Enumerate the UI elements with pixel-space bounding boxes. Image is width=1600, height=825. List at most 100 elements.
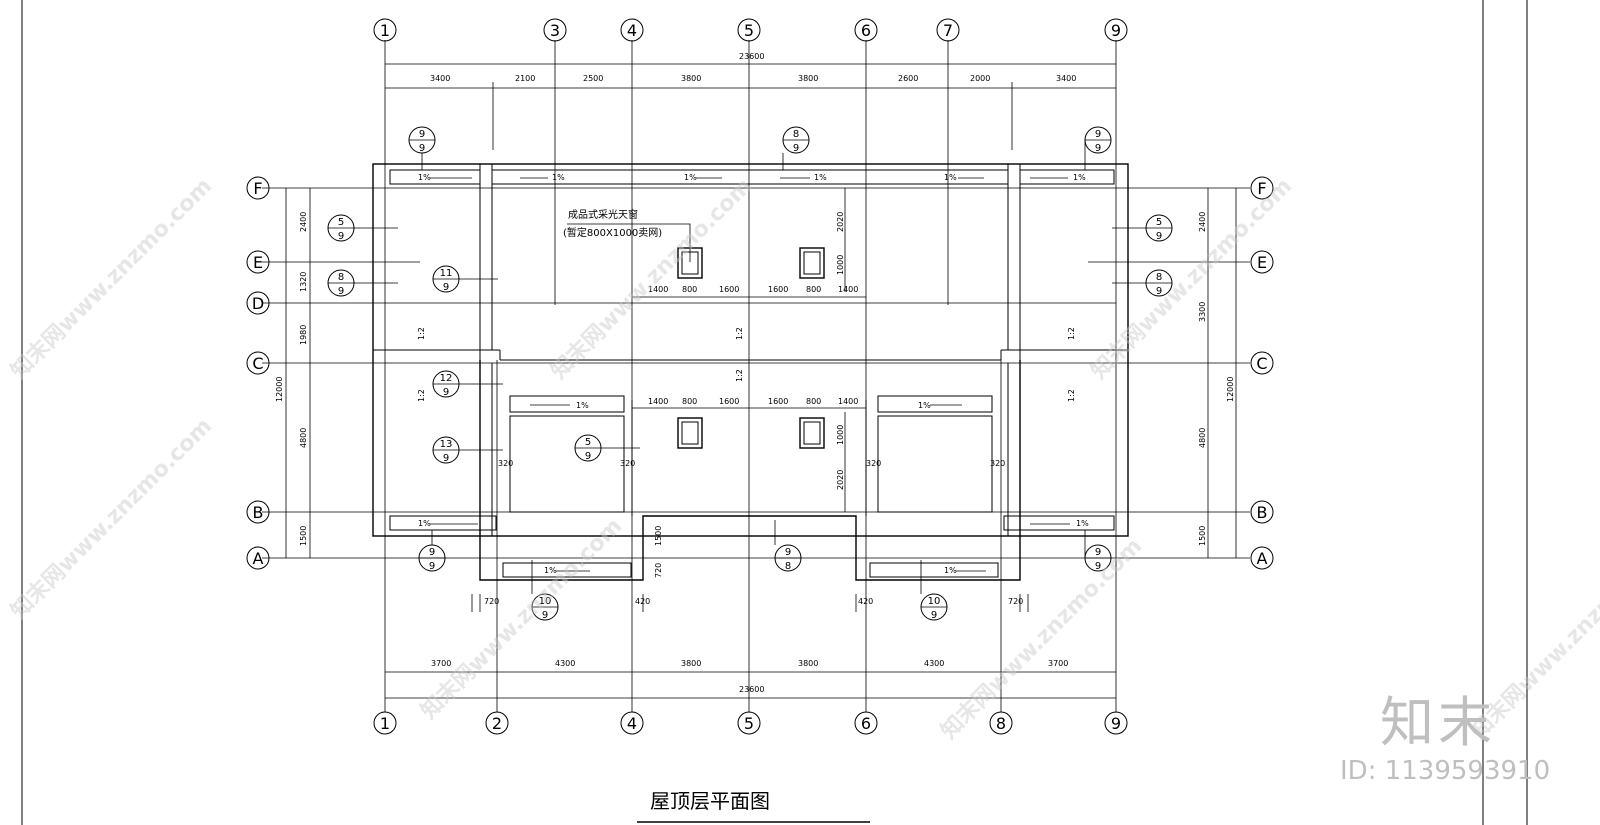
- drawing-title: 屋顶层平面图: [650, 789, 770, 813]
- svg-text:9: 9: [1095, 561, 1101, 572]
- svg-text:1%: 1%: [544, 566, 557, 575]
- svg-text:1500: 1500: [1198, 526, 1207, 546]
- axis-bubbles-bottom: 1 2 4 5 6 8 9: [373, 711, 1128, 735]
- svg-text:C: C: [1256, 354, 1267, 373]
- svg-text:10: 10: [539, 596, 552, 607]
- svg-text:1:2: 1:2: [735, 327, 744, 340]
- svg-text:13: 13: [440, 439, 453, 450]
- svg-text:5: 5: [1156, 217, 1162, 228]
- svg-text:9: 9: [443, 282, 449, 293]
- svg-text:E: E: [253, 253, 263, 272]
- svg-text:11: 11: [440, 268, 453, 279]
- axis-bubble: 5: [737, 18, 761, 42]
- axis-bubble: C: [1250, 351, 1274, 375]
- svg-text:1000: 1000: [836, 255, 845, 275]
- svg-text:2100: 2100: [515, 74, 535, 83]
- svg-text:2400: 2400: [1198, 212, 1207, 232]
- axis-bubbles-left: F E D C B A: [246, 176, 270, 570]
- svg-text:3700: 3700: [1048, 659, 1068, 668]
- svg-text:7: 7: [943, 21, 953, 40]
- svg-text:1600: 1600: [719, 285, 739, 294]
- svg-text:4: 4: [627, 21, 637, 40]
- svg-text:A: A: [1257, 549, 1268, 568]
- detail-tag: 59: [327, 214, 398, 242]
- svg-text:8: 8: [793, 129, 799, 140]
- svg-text:3: 3: [550, 21, 560, 40]
- svg-text:3800: 3800: [681, 659, 701, 668]
- svg-text:F: F: [1257, 179, 1266, 198]
- axis-bubble: 1: [373, 18, 397, 42]
- svg-text:2600: 2600: [898, 74, 918, 83]
- left-dimensions: 2400 1320 1980 4800 1500 12000: [275, 188, 311, 558]
- axis-bubble: C: [246, 351, 270, 375]
- svg-text:1400: 1400: [648, 397, 668, 406]
- svg-text:1320: 1320: [299, 272, 308, 292]
- svg-text:1%: 1%: [576, 401, 589, 410]
- axis-bubble: B: [246, 500, 270, 524]
- svg-text:3800: 3800: [681, 74, 701, 83]
- axis-bubble: E: [246, 250, 270, 274]
- svg-text:9: 9: [1095, 129, 1101, 140]
- detail-tag: 59: [1112, 214, 1173, 242]
- svg-text:4800: 4800: [1198, 428, 1207, 448]
- axis-bubble: 8: [989, 711, 1013, 735]
- svg-text:8: 8: [996, 714, 1006, 733]
- svg-text:F: F: [253, 179, 262, 198]
- svg-text:1%: 1%: [814, 173, 827, 182]
- svg-text:3800: 3800: [798, 659, 818, 668]
- axis-bubble: D: [246, 291, 270, 315]
- svg-text:B: B: [253, 503, 264, 522]
- svg-text:1%: 1%: [418, 173, 431, 182]
- axis-bubble: 3: [543, 18, 567, 42]
- svg-text:1%: 1%: [1073, 173, 1086, 182]
- svg-text:23600: 23600: [739, 52, 764, 61]
- svg-text:23600: 23600: [739, 685, 764, 694]
- detail-tag: 99: [1084, 126, 1112, 170]
- svg-text:2: 2: [492, 714, 502, 733]
- axis-bubble: B: [1250, 500, 1274, 524]
- svg-text:C: C: [252, 354, 263, 373]
- svg-text:12000: 12000: [1226, 377, 1235, 402]
- svg-text:1: 1: [380, 714, 390, 733]
- svg-text:720: 720: [484, 597, 499, 606]
- svg-text:1600: 1600: [719, 397, 739, 406]
- axis-bubble: A: [1250, 546, 1274, 570]
- svg-text:1:2: 1:2: [735, 369, 744, 382]
- detail-tags: 99 89 99 59 89 119 59 89 129 139 59 99 9…: [327, 126, 1173, 621]
- svg-text:3400: 3400: [430, 74, 450, 83]
- svg-text:8: 8: [785, 561, 791, 572]
- svg-text:9: 9: [1095, 143, 1101, 154]
- svg-text:3700: 3700: [431, 659, 451, 668]
- svg-text:800: 800: [682, 397, 697, 406]
- svg-text:2500: 2500: [583, 74, 603, 83]
- svg-text:800: 800: [682, 285, 697, 294]
- svg-text:9: 9: [793, 143, 799, 154]
- svg-text:4300: 4300: [555, 659, 575, 668]
- svg-text:800: 800: [806, 285, 821, 294]
- detail-tag: 109: [920, 560, 948, 621]
- brand-logo: 知末: [1380, 691, 1496, 754]
- svg-text:8: 8: [1156, 272, 1162, 283]
- svg-text:9: 9: [1111, 21, 1121, 40]
- svg-text:1:2: 1:2: [1067, 327, 1076, 340]
- svg-text:9: 9: [931, 610, 937, 621]
- bottom-dimensions: 3700 4300 3800 3800 4300 3700 23600: [385, 659, 1116, 699]
- svg-text:9: 9: [785, 547, 791, 558]
- svg-text:1980: 1980: [299, 325, 308, 345]
- svg-text:4: 4: [627, 714, 637, 733]
- axis-bubble: 4: [620, 711, 644, 735]
- axis-bubble: F: [1250, 176, 1274, 200]
- detail-tag: 59: [574, 434, 640, 462]
- svg-text:6: 6: [861, 21, 871, 40]
- svg-text:9: 9: [429, 547, 435, 558]
- axis-bubble: 5: [737, 711, 761, 735]
- svg-text:1%: 1%: [418, 519, 431, 528]
- detail-tag: 99: [408, 126, 436, 170]
- svg-text:320: 320: [620, 459, 635, 468]
- axis-bubble: 6: [854, 18, 878, 42]
- svg-text:320: 320: [498, 459, 513, 468]
- svg-text:9: 9: [542, 610, 548, 621]
- svg-text:A: A: [253, 549, 264, 568]
- svg-text:9: 9: [1156, 286, 1162, 297]
- axis-bubble: 7: [936, 18, 960, 42]
